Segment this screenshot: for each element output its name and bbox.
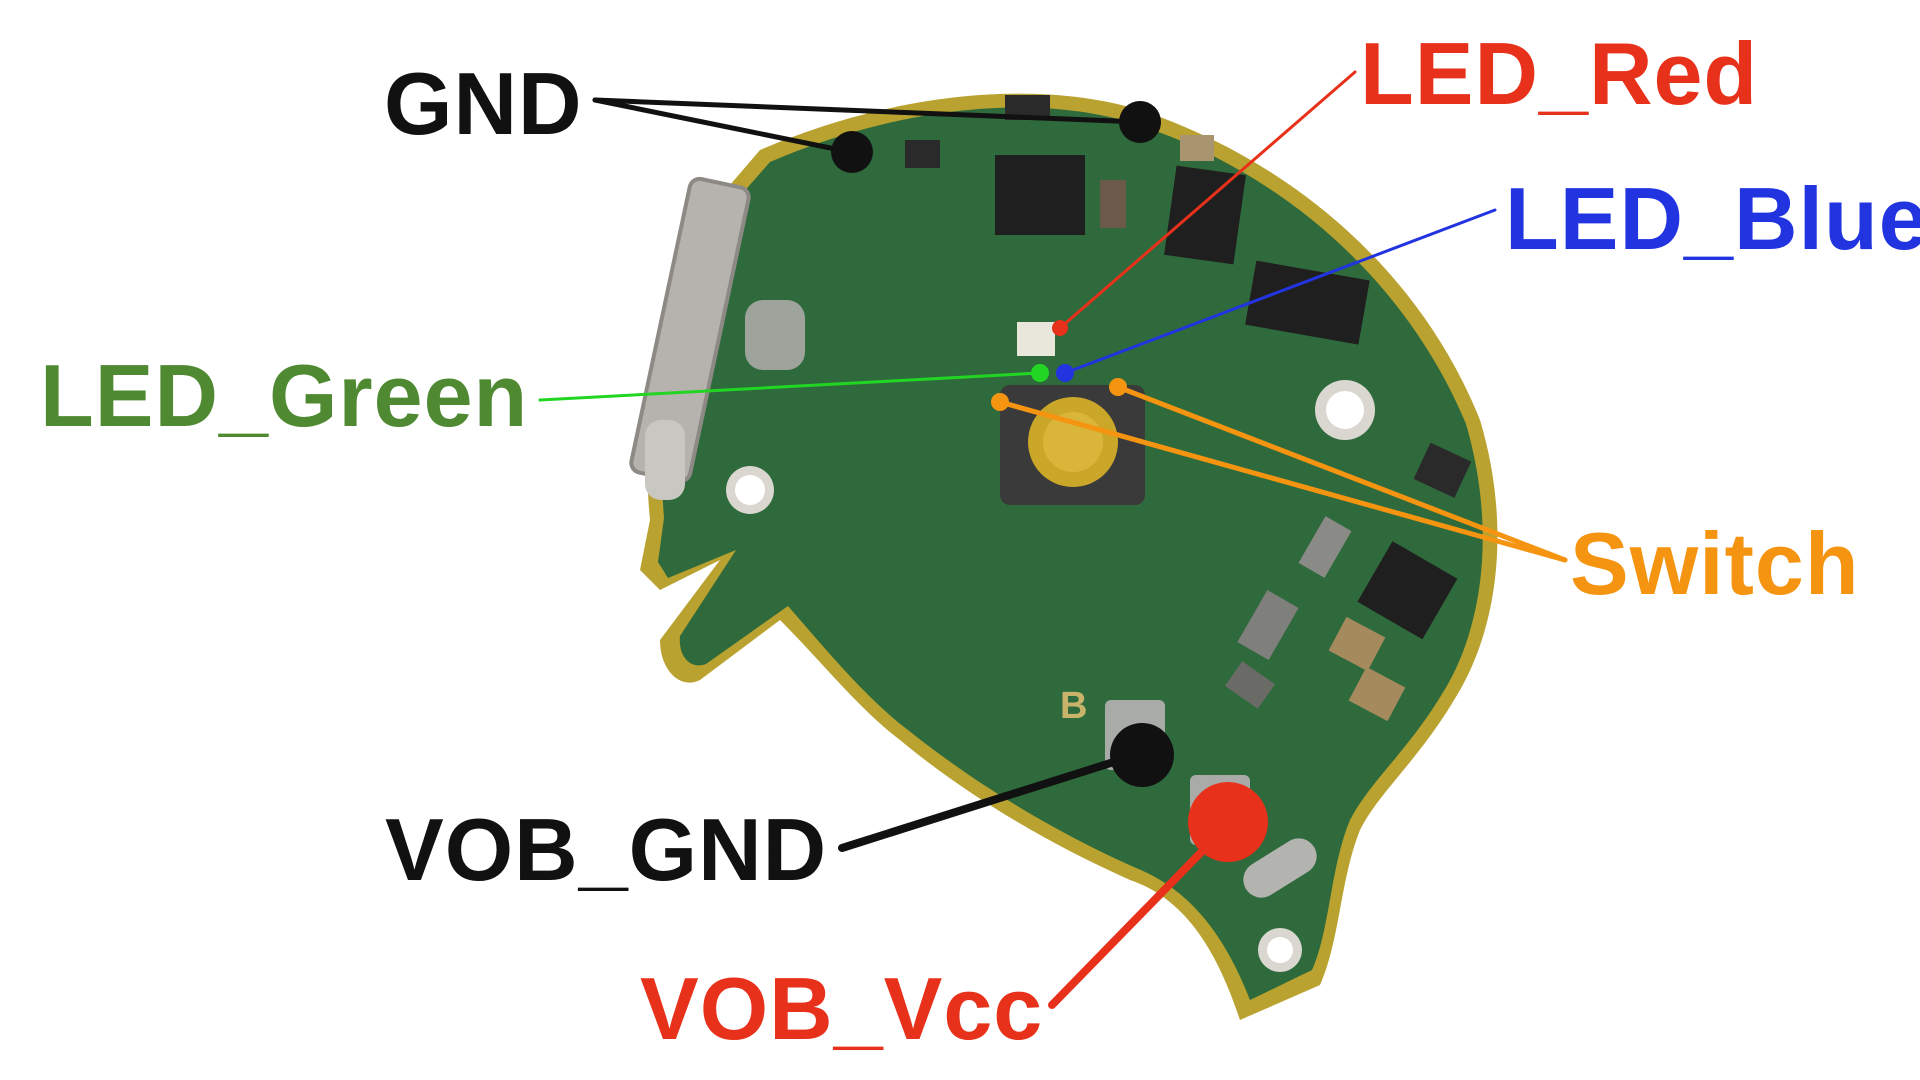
switch-callout-line: [1115, 384, 1568, 563]
vob-gnd-callout-line: [838, 756, 1124, 852]
silkscreen-marking: B: [1060, 685, 1087, 727]
callout-lines: [538, 70, 1568, 1009]
ic-chip: [995, 155, 1085, 235]
vob-vcc-label: VOB_Vcc: [640, 959, 1044, 1058]
pcb-board: B: [629, 93, 1498, 1020]
ic-chip: [1245, 260, 1370, 345]
switch-label: Switch: [1570, 514, 1860, 613]
ic-chip: [1357, 541, 1458, 640]
led-blue-label: LED_Blue: [1505, 169, 1920, 268]
gnd-label: GND: [384, 54, 583, 153]
capacitor: [1328, 616, 1386, 672]
led-blue-dot: [1056, 364, 1074, 382]
pcb-board-surface: [658, 107, 1483, 1000]
rgb-led-package: [1017, 322, 1055, 356]
mounting-hole: [735, 475, 765, 505]
solder-blob: [645, 420, 685, 500]
switch-pad-dot: [1109, 378, 1127, 396]
pad-oval: [1243, 838, 1317, 898]
gnd-pad-dot: [831, 131, 873, 173]
led-blue-callout-line: [1063, 208, 1497, 375]
capacitor: [1298, 516, 1352, 578]
led-red-label: LED_Red: [1360, 24, 1759, 123]
pad-markers: [831, 101, 1268, 862]
vob-gnd-pad-dot: [1110, 723, 1174, 787]
led-green-callout-line: [538, 371, 1042, 402]
gnd-pad-dot: [1119, 101, 1161, 143]
led-green-label: LED_Green: [40, 346, 529, 445]
ic-chip: [905, 140, 940, 168]
capacitor: [1237, 590, 1299, 660]
mounting-hole: [1326, 391, 1364, 429]
switch-pad-dot: [991, 393, 1009, 411]
gnd-callout-line: [592, 97, 853, 155]
vob-vcc-callout-line: [1048, 831, 1222, 1009]
mounting-hole: [1267, 937, 1293, 963]
ic-chip: [1164, 165, 1246, 265]
gnd-callout-line: [592, 97, 1143, 125]
capacitor: [1100, 180, 1126, 228]
capacitor: [1348, 666, 1406, 722]
led-red-callout-line: [1058, 70, 1357, 330]
solder-blob: [745, 300, 805, 370]
vob-vcc-pad-dot: [1188, 782, 1268, 862]
led-green-dot: [1031, 364, 1049, 382]
capacitor: [1225, 661, 1275, 709]
led-red-dot: [1052, 320, 1068, 336]
vob-gnd-label: VOB_GND: [385, 800, 828, 899]
capacitor: [1180, 135, 1214, 161]
ic-chip: [1413, 442, 1472, 498]
switch-callout-line: [997, 399, 1568, 563]
